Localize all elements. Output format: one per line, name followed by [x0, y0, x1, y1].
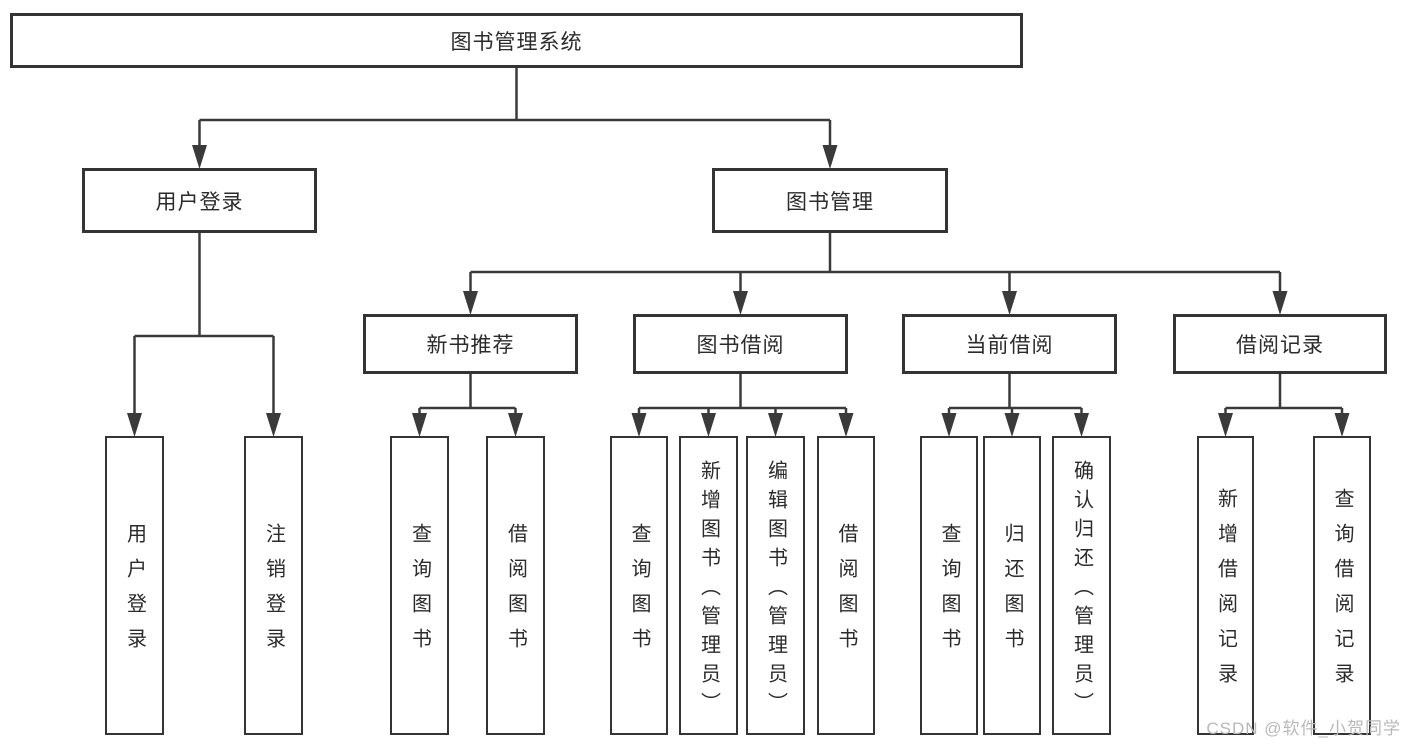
node-bw-query: 查询图书: [610, 436, 668, 735]
node-label: 归还图书: [1001, 523, 1023, 663]
node-label: 确认归还（管理员）: [1070, 459, 1093, 721]
arrowhead-icon: [838, 413, 854, 437]
node-logout: 注销登录: [244, 436, 303, 735]
node-label: 注销登录: [262, 523, 285, 663]
node-label: 借阅图书: [504, 523, 527, 663]
node-label: 新书推荐: [426, 334, 515, 357]
node-current: 当前借阅: [902, 314, 1117, 374]
arrowhead-icon: [463, 291, 478, 315]
node-cur-query: 查询图书: [920, 436, 978, 735]
arrowhead-icon: [701, 413, 716, 437]
node-label: 借阅图书: [835, 523, 857, 663]
arrowhead-icon: [1004, 413, 1020, 437]
node-bw-borrow: 借阅图书: [817, 436, 875, 735]
node-bw-add: 新增图书（管理员）: [679, 436, 738, 735]
arrowhead-icon: [1272, 291, 1288, 315]
node-label: 用户登录: [123, 523, 146, 663]
node-user-login: 用户登录: [105, 436, 164, 735]
arrowhead-icon: [1074, 413, 1089, 437]
arrowhead-icon: [822, 145, 838, 169]
arrowhead-icon: [941, 413, 957, 437]
watermark: CSDN @软件_小贺同学: [1206, 719, 1401, 738]
node-label: 用户登录: [155, 190, 244, 214]
node-rec-add: 新增借阅记录: [1197, 436, 1254, 735]
node-nb-borrow: 借阅图书: [486, 436, 545, 735]
node-records: 借阅记录: [1173, 314, 1387, 374]
arrowhead-icon: [733, 291, 748, 315]
node-cur-confirm: 确认归还（管理员）: [1052, 436, 1111, 735]
arrowhead-icon: [631, 413, 647, 437]
node-root: 图书管理系统: [10, 13, 1023, 68]
arrowhead-icon: [266, 413, 281, 437]
arrowhead-icon: [412, 413, 427, 437]
node-label: 查询图书: [938, 523, 960, 663]
arrowhead-icon: [192, 145, 207, 169]
node-mgmt: 图书管理: [712, 168, 948, 233]
node-cur-return: 归还图书: [983, 436, 1041, 735]
node-label: 当前借阅: [965, 334, 1054, 357]
node-label: 借阅记录: [1236, 334, 1324, 357]
node-bw-edit: 编辑图书（管理员）: [746, 436, 805, 735]
node-rec-query: 查询借阅记录: [1313, 436, 1371, 735]
arrowhead-icon: [508, 413, 523, 437]
node-label: 新增借阅记录: [1214, 488, 1237, 698]
node-label: 图书管理: [786, 190, 874, 214]
node-label: 查询图书: [628, 523, 650, 663]
node-login: 用户登录: [82, 168, 317, 233]
arrowhead-icon: [1334, 413, 1350, 437]
node-nb-query: 查询图书: [390, 436, 449, 735]
arrowhead-icon: [1002, 291, 1017, 315]
node-label: 新增图书（管理员）: [697, 459, 720, 721]
node-label: 编辑图书（管理员）: [764, 459, 787, 721]
arrowhead-icon: [768, 413, 783, 437]
node-label: 图书借阅: [696, 334, 785, 357]
node-borrow: 图书借阅: [633, 314, 848, 374]
node-newbook: 新书推荐: [363, 314, 578, 374]
node-label: 图书管理系统: [450, 30, 583, 54]
arrowhead-icon: [1218, 413, 1233, 437]
node-label: 查询图书: [408, 523, 431, 663]
node-label: 查询借阅记录: [1331, 488, 1353, 698]
arrowhead-icon: [127, 413, 142, 437]
